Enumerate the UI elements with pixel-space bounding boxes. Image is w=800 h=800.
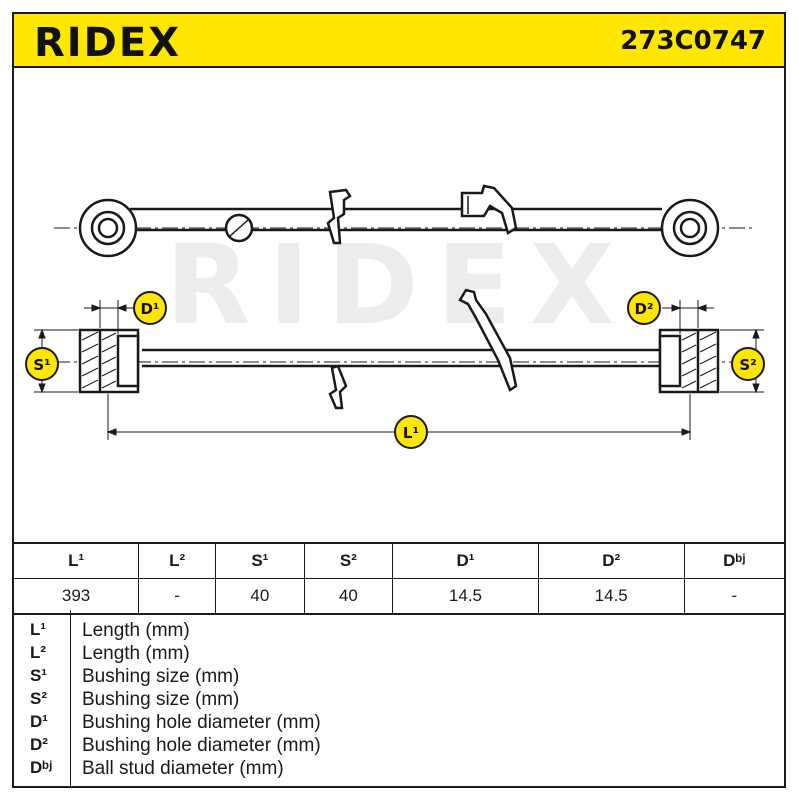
part-number: 273C0747 <box>620 26 766 56</box>
dim-l1-arrow-right <box>681 428 692 436</box>
dim-s2-arrow-bottom <box>752 383 760 394</box>
dim-value-s2: 40 <box>303 578 394 615</box>
callout-d2-label: D² <box>634 300 653 318</box>
legend-symbol: S² <box>30 689 47 708</box>
legend-description: Bushing size (mm) <box>82 666 240 687</box>
legend-symbol: S¹ <box>30 666 47 685</box>
legend-description: Bushing size (mm) <box>82 689 240 710</box>
dim-d2-arrow-left <box>671 304 682 312</box>
legend-item: S² Bushing size (mm) <box>14 689 784 712</box>
dim-s1-arrow-top <box>38 328 46 339</box>
callout-s1: S¹ <box>25 347 59 381</box>
side-right-bushing-flange <box>658 334 682 388</box>
dim-header-l1: L¹ <box>14 542 140 579</box>
dim-value-d2: 14.5 <box>537 578 685 615</box>
legend-item: D¹ Bushing hole diameter (mm) <box>14 712 784 735</box>
top-right-eye-inner <box>679 217 701 239</box>
side-hook-bracket <box>458 288 518 392</box>
dim-value-l2: - <box>138 578 217 615</box>
brand-logo: RIDEX <box>34 20 182 66</box>
top-clip-1 <box>326 188 352 245</box>
dim-d2-arrow-right <box>696 304 707 312</box>
side-clip <box>328 364 348 410</box>
callout-l1-label: L¹ <box>403 424 419 442</box>
dim-d1-arrow-right <box>116 304 127 312</box>
dim-header-d2: D² <box>537 542 685 579</box>
callout-s1-label: S¹ <box>33 356 50 374</box>
side-left-bushing-flange <box>116 334 140 388</box>
dim-d1-arrow-left <box>91 304 102 312</box>
watermark-text: RIDEX <box>166 221 633 349</box>
dim-header-s1: S¹ <box>215 542 305 579</box>
legend-divider <box>70 610 71 786</box>
dim-header-dbj: Dᵇʲ <box>683 542 784 579</box>
legend-description: Bushing hole diameter (mm) <box>82 712 321 733</box>
legend: L¹ Length (mm) L² Length (mm) S¹ Bushing… <box>14 610 784 786</box>
top-right-eye-outer <box>660 198 720 258</box>
legend-symbol: L² <box>30 643 47 662</box>
legend-symbol: Dᵇʲ <box>30 758 53 777</box>
callout-d1: D¹ <box>133 291 167 325</box>
dimensions-value-row: 393 - 40 40 14.5 14.5 - <box>14 578 784 615</box>
legend-description: Bushing hole diameter (mm) <box>82 735 321 756</box>
legend-item: L¹ Length (mm) <box>14 620 784 643</box>
dim-header-d1: D¹ <box>392 542 539 579</box>
side-right-bushing-hatch <box>681 331 717 389</box>
dim-s2-arrow-top <box>752 328 760 339</box>
callout-s2-badge <box>731 347 765 381</box>
legend-description: Length (mm) <box>82 620 190 641</box>
callout-d2-badge <box>627 291 661 325</box>
dim-value-dbj: - <box>683 578 784 615</box>
top-left-eye-outer <box>78 198 138 258</box>
top-view <box>54 184 754 258</box>
callout-s1-badge <box>25 347 59 381</box>
legend-description: Length (mm) <box>82 643 190 664</box>
side-left-bushing-hatch <box>81 331 117 389</box>
header-bar: RIDEX 273C0747 <box>12 12 786 68</box>
callout-d1-badge <box>133 291 167 325</box>
top-left-eye-inner <box>97 217 119 239</box>
dimensions-table: L¹ L² S¹ S² D¹ D² Dᵇʲ 393 - 40 40 14.5 1… <box>14 542 784 615</box>
legend-description: Ball stud diameter (mm) <box>82 758 284 779</box>
callout-d1-label: D¹ <box>140 300 159 318</box>
dim-value-s1: 40 <box>215 578 305 615</box>
dim-header-s2: S² <box>303 542 394 579</box>
top-left-eye-mid <box>90 210 126 246</box>
top-bracket <box>460 184 518 235</box>
side-rod <box>142 348 662 368</box>
top-rod-washer-line <box>229 219 249 237</box>
dim-value-l1: 393 <box>14 578 140 615</box>
technical-drawing: RIDEX <box>25 184 765 449</box>
dimensions-header-row: L¹ L² S¹ S² D¹ D² Dᵇʲ <box>14 542 784 579</box>
callout-l1: L¹ <box>394 415 428 449</box>
dim-value-d1: 14.5 <box>392 578 539 615</box>
legend-item: Dᵇʲ Ball stud diameter (mm) <box>14 758 784 781</box>
top-right-eye-mid <box>672 210 708 246</box>
legend-symbol: D¹ <box>30 712 48 731</box>
legend-item: L² Length (mm) <box>14 643 784 666</box>
callout-d2: D² <box>627 291 661 325</box>
callout-l1-badge <box>394 415 428 449</box>
callout-s2-label: S² <box>739 356 756 374</box>
legend-symbol: L¹ <box>30 620 47 639</box>
legend-symbol: D² <box>30 735 48 754</box>
dim-header-l2: L² <box>138 542 217 579</box>
dim-s1-arrow-bottom <box>38 383 46 394</box>
legend-item: S¹ Bushing size (mm) <box>14 666 784 689</box>
callout-s2: S² <box>731 347 765 381</box>
side-view <box>54 288 754 410</box>
dim-l1-arrow-left <box>106 428 117 436</box>
legend-item: D² Bushing hole diameter (mm) <box>14 735 784 758</box>
top-rod <box>130 207 662 232</box>
